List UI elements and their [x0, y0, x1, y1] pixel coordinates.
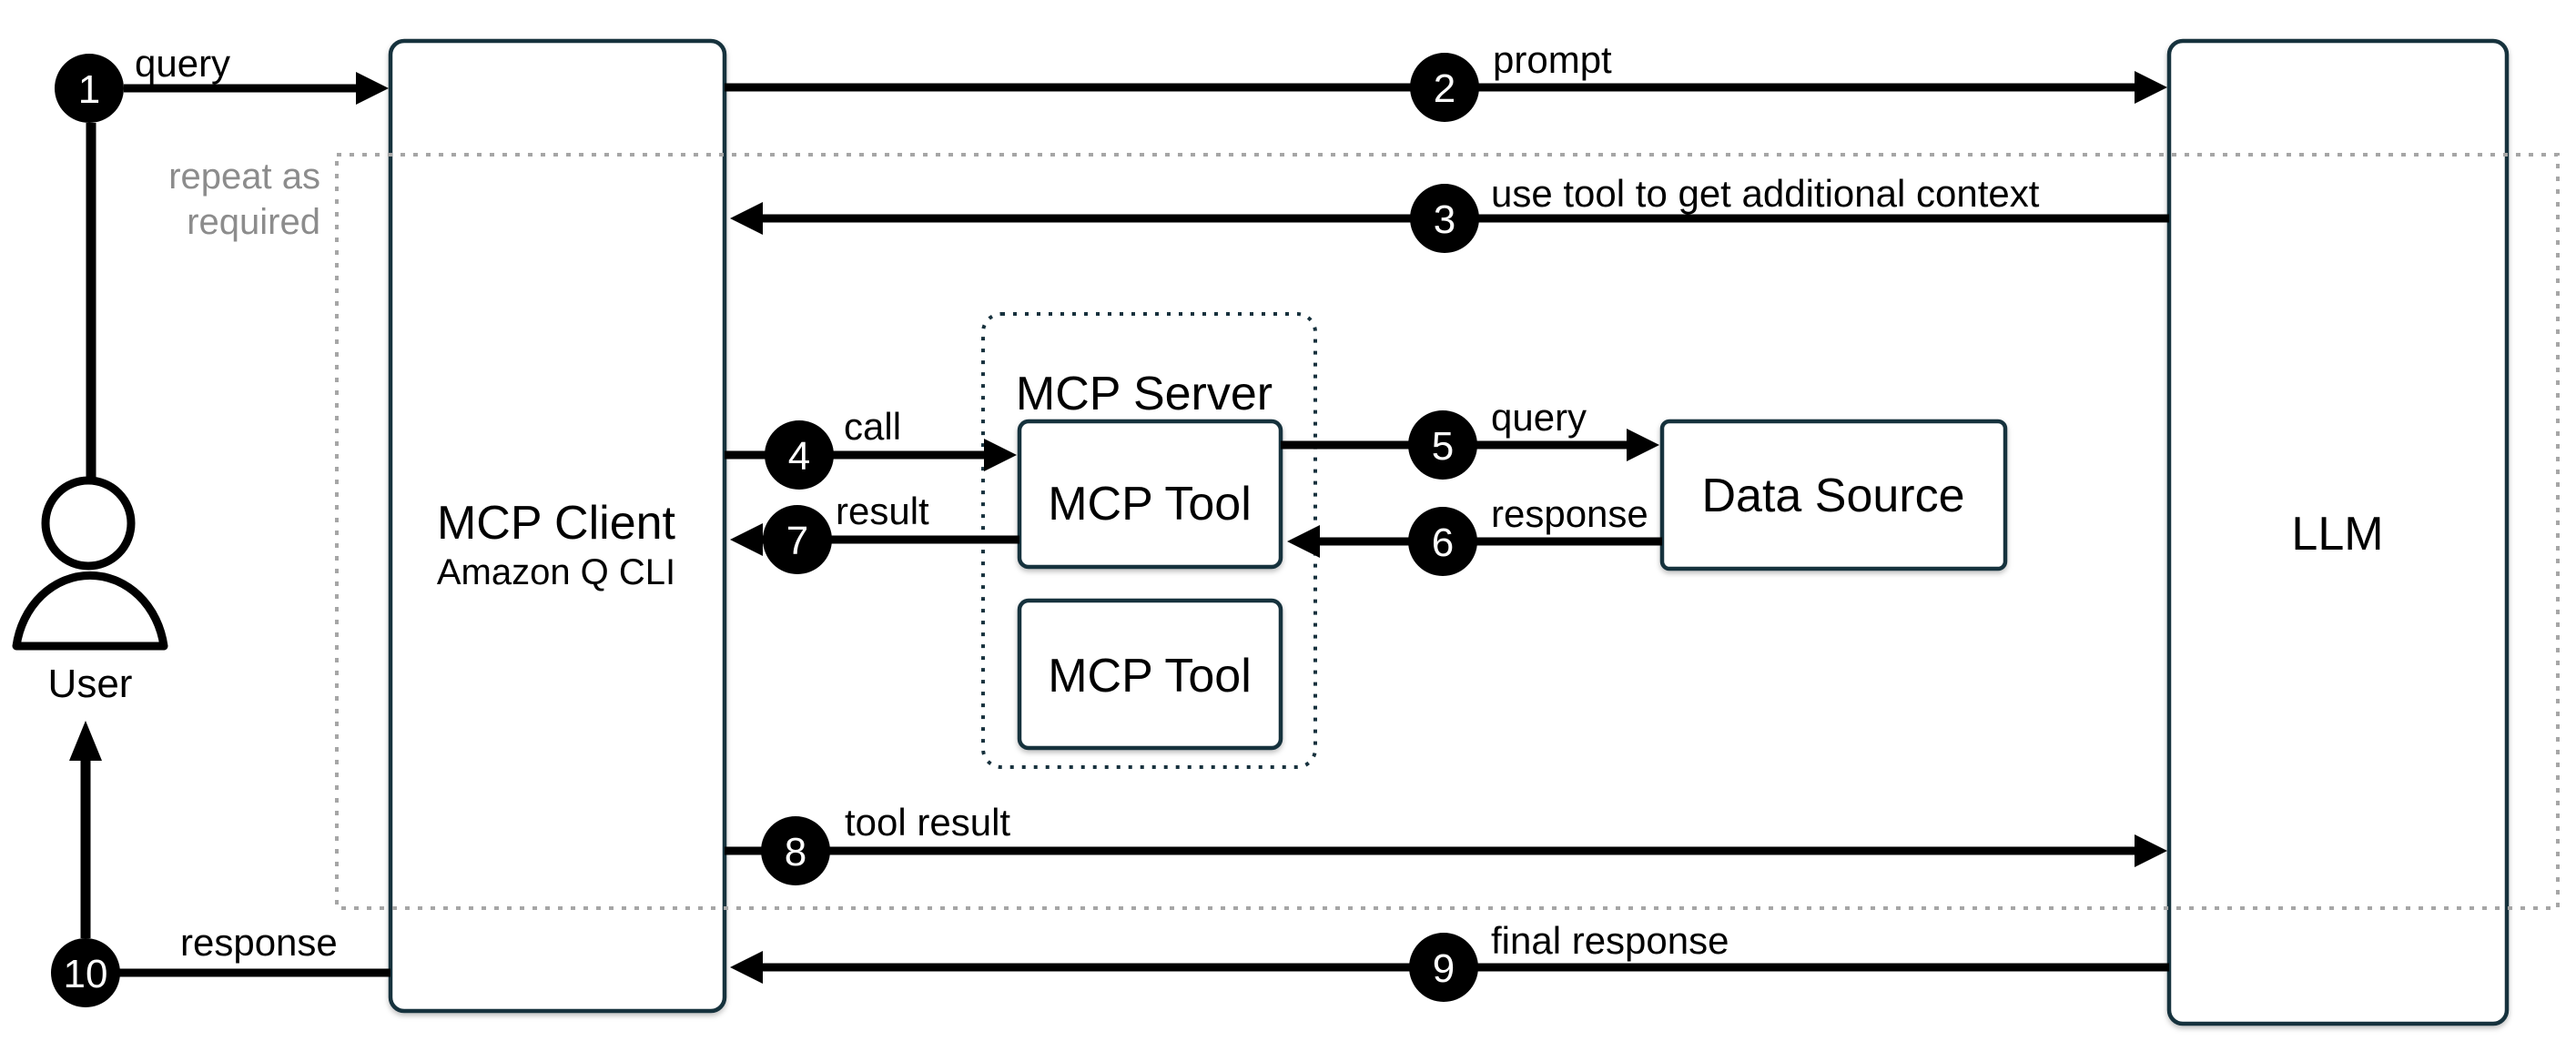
flow4-label: call — [844, 405, 901, 448]
step-number-3: 3 — [1434, 197, 1455, 242]
step-circle-7 — [763, 505, 832, 574]
mcp-client-title: MCP Client — [437, 497, 676, 550]
step-circles: 1 2 3 4 5 6 7 8 9 10 — [51, 53, 1479, 1007]
flow4-arrowhead — [984, 439, 1017, 471]
mcp-tool-label-2: MCP Tool — [1048, 650, 1252, 702]
step-circle-10 — [51, 938, 120, 1007]
flow9-label: final response — [1491, 919, 1729, 962]
step-circle-6 — [1408, 507, 1477, 576]
flow8-label: tool result — [845, 801, 1010, 844]
flow7-arrowhead — [730, 523, 763, 556]
llm-box — [2166, 38, 2510, 1026]
step-circle-2 — [1410, 53, 1479, 122]
user-body — [12, 571, 168, 651]
flow5-arrowhead — [1627, 429, 1659, 461]
step-number-5: 5 — [1432, 424, 1454, 469]
step-number-4: 4 — [788, 434, 810, 479]
data-source-box — [1659, 419, 2008, 571]
flow2-label: prompt — [1493, 38, 1612, 81]
step-circle-1 — [55, 54, 124, 123]
user-label: User — [48, 662, 133, 706]
step-circle-9 — [1409, 933, 1478, 1002]
flow7-label: result — [836, 490, 929, 532]
step-number-2: 2 — [1434, 66, 1455, 111]
flow10-label: response — [180, 921, 338, 964]
flow6-arrowhead — [1287, 525, 1320, 558]
step-number-10: 10 — [64, 952, 108, 996]
step-number-7: 7 — [786, 519, 808, 563]
repeat-region-label-line1: repeat as — [168, 157, 320, 197]
mcp-tool-box-2 — [1017, 598, 1283, 751]
step-circle-3 — [1410, 184, 1479, 253]
flow6-label: response — [1491, 492, 1648, 535]
data-source-label: Data Source — [1701, 470, 1964, 522]
flow5-label: query — [1491, 396, 1587, 439]
llm-label: LLM — [2291, 508, 2383, 561]
step-number-6: 6 — [1432, 520, 1454, 565]
flow1-arrowhead — [356, 72, 389, 105]
repeat-region-label-line2: required — [187, 202, 320, 242]
step-circle-4 — [765, 420, 834, 490]
user-icon — [12, 476, 168, 651]
mcp-client-subtitle: Amazon Q CLI — [437, 552, 675, 592]
step-number-1: 1 — [78, 67, 100, 112]
user-head — [41, 476, 136, 571]
flow9-arrowhead — [730, 951, 763, 984]
step-number-9: 9 — [1433, 946, 1455, 991]
flow8-arrowhead — [2135, 834, 2167, 867]
repeat-region-box — [335, 153, 2560, 910]
flow3-arrowhead — [730, 202, 763, 235]
mcp-server-title: MCP Server — [1016, 368, 1273, 420]
step-circle-8 — [761, 816, 830, 885]
flow10-arrowhead — [69, 721, 102, 761]
flow3-label: use tool to get additional context — [1491, 172, 2040, 215]
mcp-client-box — [388, 38, 727, 1014]
mcp-tool-label-1: MCP Tool — [1048, 478, 1252, 531]
mcp-tool-box-1 — [1017, 419, 1283, 570]
step-circle-5 — [1408, 410, 1477, 480]
step-number-8: 8 — [785, 830, 806, 874]
flow2-arrowhead — [2135, 71, 2167, 104]
flow1-label: query — [135, 42, 230, 85]
